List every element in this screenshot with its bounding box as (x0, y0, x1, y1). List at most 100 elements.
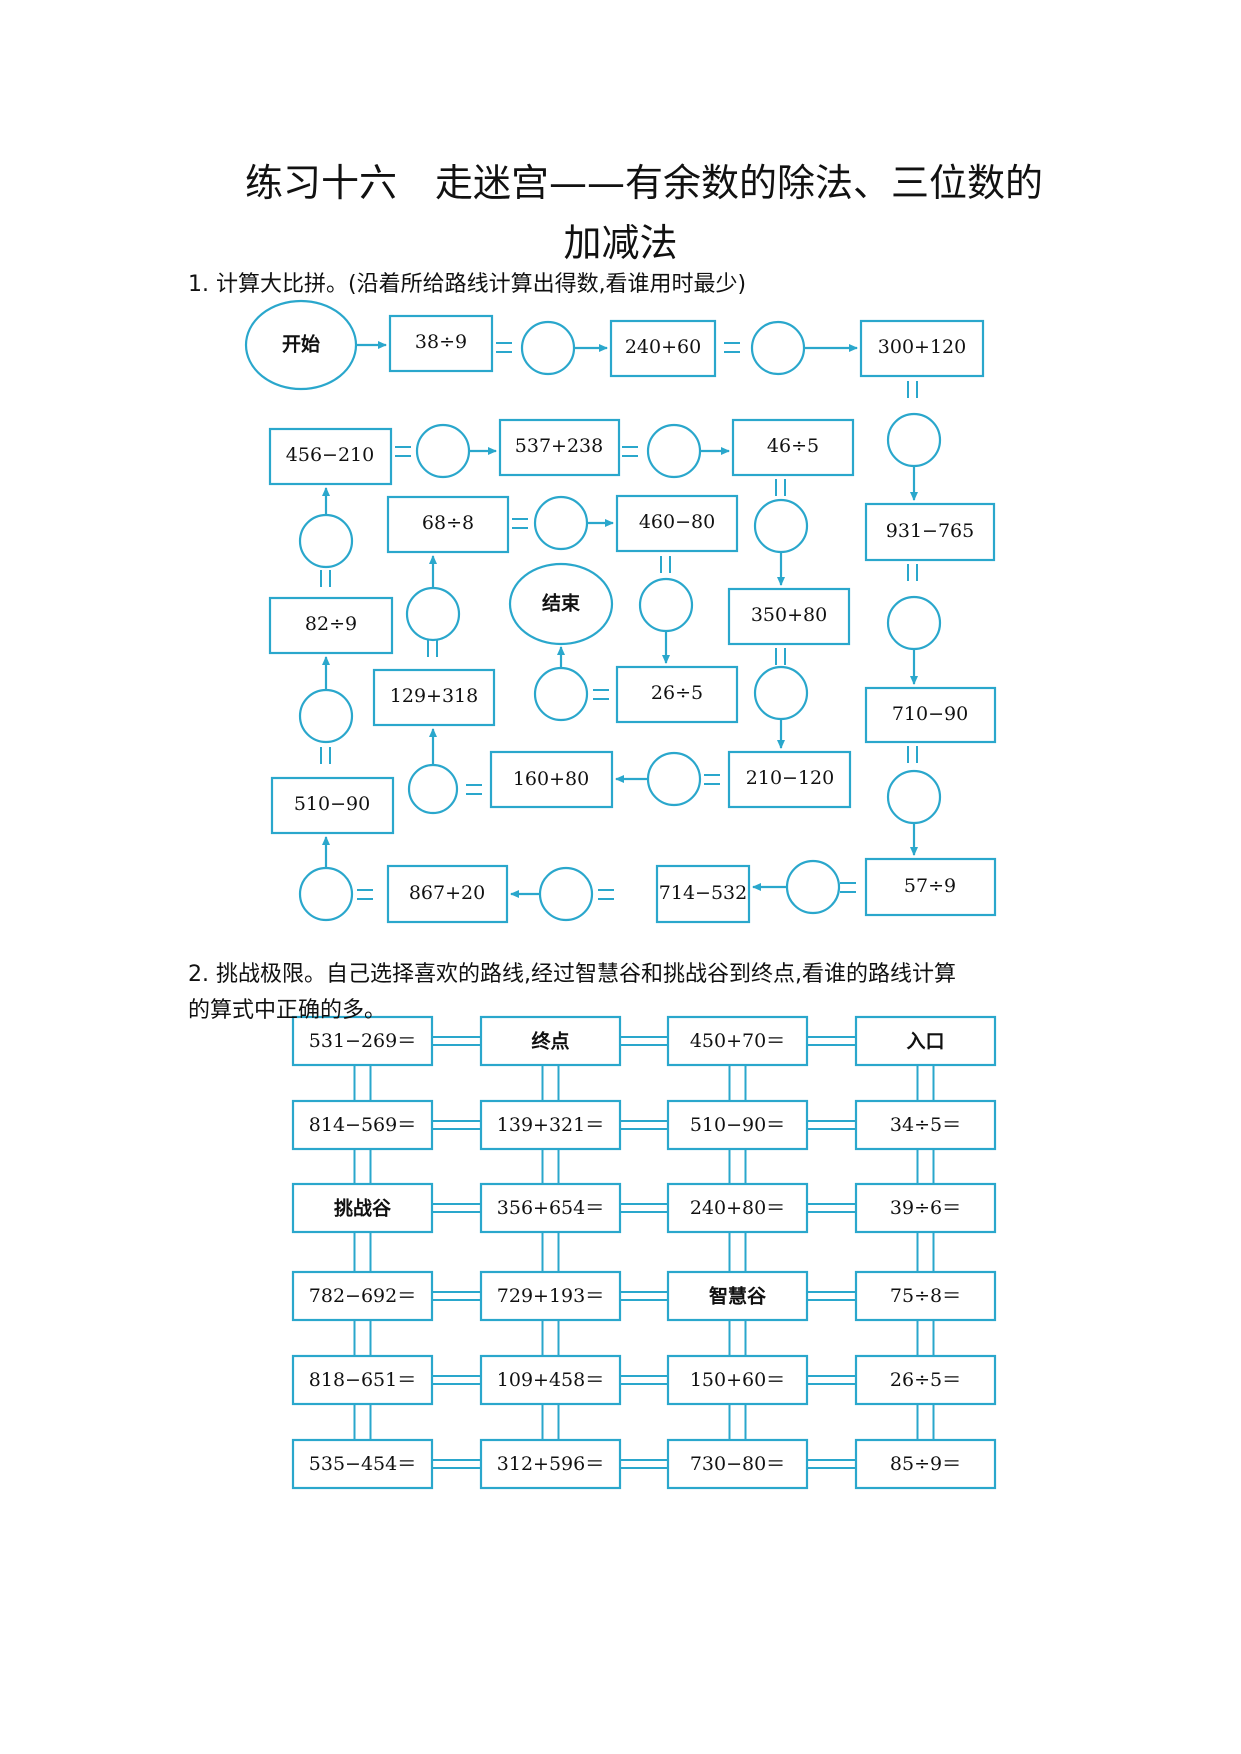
grid-cell[interactable] (666, 1354, 809, 1406)
grid-cell-label: 智慧谷 (709, 1285, 767, 1308)
expr-460-80: 460−80 (639, 511, 715, 533)
grid-cell[interactable] (479, 1099, 622, 1151)
expr-300-120: 300+120 (878, 336, 966, 358)
grid-cell[interactable] (854, 1354, 997, 1406)
grid-cell-expression: 510−90＝ (690, 1114, 785, 1136)
grid-cell[interactable] (291, 1438, 434, 1490)
grid-cell-expression: 450+70＝ (690, 1030, 785, 1052)
answer-circle[interactable] (407, 763, 459, 815)
answer-circle[interactable] (886, 412, 942, 468)
grid-cell-expression: 150+60＝ (690, 1369, 785, 1391)
grid-cell-expression: 729+193＝ (497, 1285, 604, 1307)
grid-cell[interactable] (854, 1182, 997, 1234)
grid-cell[interactable] (479, 1270, 622, 1322)
answer-circle[interactable] (405, 586, 461, 642)
box-300-120 (859, 319, 985, 378)
end-label: 结束 (542, 592, 581, 615)
box-460-80 (615, 494, 739, 553)
grid-cell-expression: 26÷5＝ (890, 1369, 961, 1391)
grid-cell-expression: 730−80＝ (690, 1453, 785, 1475)
grid-cell-expression: 240+80＝ (690, 1197, 785, 1219)
grid-cell[interactable] (479, 1015, 622, 1067)
grid-cell-expression: 814−569＝ (309, 1114, 416, 1136)
grid-cell-label: 挑战谷 (334, 1198, 392, 1220)
box-26-5 (615, 665, 739, 724)
grid-cell-expression: 312+596＝ (497, 1453, 604, 1475)
box-240-60 (609, 319, 717, 378)
page-title-line-2: 加减法 (563, 221, 678, 265)
grid-cell-expression: 39÷6＝ (890, 1197, 961, 1219)
expr-210-120: 210−120 (746, 767, 834, 789)
answer-circle[interactable] (415, 423, 471, 479)
grid-cell-expression: 139+321＝ (497, 1114, 604, 1136)
grid-cell[interactable] (479, 1182, 622, 1234)
grid-cell[interactable] (666, 1182, 809, 1234)
box-82-9 (268, 596, 394, 655)
expr-26-5: 26÷5 (651, 682, 703, 704)
answer-circle[interactable] (753, 498, 809, 554)
box-867-20 (386, 864, 509, 924)
grid-cell-expression: 535−454＝ (309, 1453, 416, 1475)
expr-38-9: 38÷9 (415, 331, 467, 353)
expr-46-5: 46÷5 (767, 435, 819, 457)
answer-circle[interactable] (298, 866, 354, 922)
expr-867-20: 867+20 (409, 882, 485, 904)
grid-cell-expression: 109+458＝ (497, 1369, 604, 1391)
grid-cell[interactable] (666, 1438, 809, 1490)
grid-cell-expression: 782−692＝ (309, 1285, 416, 1307)
grid-cell[interactable] (291, 1182, 434, 1234)
box-210-120 (727, 750, 852, 809)
answer-circle[interactable] (298, 513, 354, 569)
box-931-765 (864, 502, 996, 562)
answer-circle[interactable] (753, 665, 809, 721)
grid-cell[interactable] (854, 1270, 997, 1322)
answer-circle[interactable] (520, 320, 576, 376)
answer-circle[interactable] (750, 320, 806, 376)
expr-350-80: 350+80 (751, 604, 827, 626)
answer-circle[interactable] (533, 666, 589, 722)
question-2-text-line-1: 2. 挑战极限。自己选择喜欢的路线,经过智慧谷和挑战谷到终点,看谁的路线计算 (188, 962, 956, 987)
question-1-text: 1. 计算大比拼。(沿着所给路线计算出得数,看谁用时最少) (188, 272, 747, 297)
grid-cell[interactable] (854, 1099, 997, 1151)
answer-circle[interactable] (886, 595, 942, 651)
answer-circle[interactable] (785, 859, 841, 915)
grid-cell[interactable] (666, 1270, 809, 1322)
answer-circle[interactable] (538, 866, 594, 922)
box-38-9 (388, 314, 494, 373)
box-350-80 (727, 587, 851, 646)
box-456-210 (268, 427, 393, 486)
expr-931-765: 931−765 (886, 520, 974, 542)
start-label: 开始 (282, 333, 320, 356)
grid-cell[interactable] (479, 1354, 622, 1406)
expr-82-9: 82÷9 (305, 613, 357, 635)
grid-cell-expression: 531−269＝ (309, 1030, 416, 1052)
grid-cell[interactable] (666, 1099, 809, 1151)
page-title-line-1: 练习十六 走迷宫——有余数的除法、三位数的 (245, 161, 1044, 205)
answer-circle[interactable] (886, 769, 942, 825)
expr-456-210: 456−210 (286, 444, 374, 466)
box-129-318 (372, 668, 496, 727)
box-57-9 (864, 857, 997, 917)
expr-714-532: 714−532 (659, 882, 747, 904)
grid-cell[interactable] (479, 1438, 622, 1490)
grid-cell[interactable] (666, 1015, 809, 1067)
answer-circle[interactable] (298, 688, 354, 744)
grid-cell-label: 终点 (531, 1030, 569, 1053)
expr-129-318: 129+318 (390, 685, 478, 707)
grid-cell[interactable] (854, 1015, 997, 1067)
answer-circle[interactable] (533, 495, 589, 551)
grid-cell[interactable] (291, 1099, 434, 1151)
question-2-text-line-2: 的算式中正确的多。 (188, 998, 387, 1023)
grid-cell[interactable] (291, 1354, 434, 1406)
answer-circle[interactable] (638, 577, 694, 633)
grid-cell[interactable] (854, 1438, 997, 1490)
expr-537-238: 537+238 (515, 435, 603, 457)
answer-circle[interactable] (646, 751, 702, 807)
expr-68-8: 68÷8 (422, 512, 474, 534)
expr-57-9: 57÷9 (904, 875, 956, 897)
grid-cell[interactable] (291, 1270, 434, 1322)
grid-cell[interactable] (291, 1015, 434, 1067)
answer-circle[interactable] (646, 423, 702, 479)
